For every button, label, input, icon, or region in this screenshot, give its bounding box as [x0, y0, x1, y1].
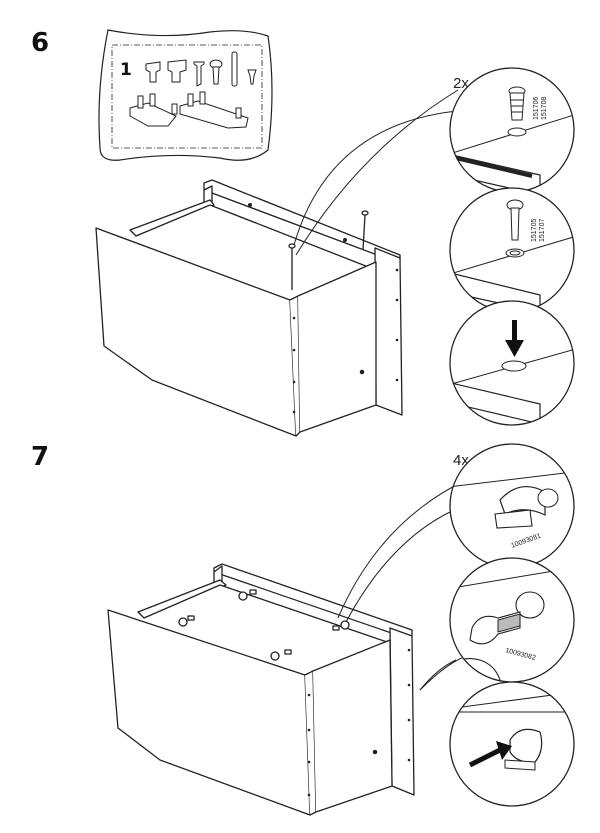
screw-icon	[288, 210, 369, 290]
step-7-number: 7	[31, 442, 50, 472]
step-7-drawer	[107, 563, 415, 816]
arrow-right-icon	[468, 741, 512, 768]
step-6-quantity: 2x	[453, 75, 469, 92]
arrow-down-icon	[505, 320, 524, 357]
part-code-151708: 151708	[541, 97, 548, 120]
detail-insert	[449, 300, 575, 426]
detail-connector-a: 10093081	[449, 443, 575, 569]
hardware-bag-icon: 1	[98, 29, 273, 161]
bag-item-number: 1	[120, 60, 132, 80]
detail-dowel-a: 151706 151708	[449, 67, 575, 193]
cam-lock-icon	[178, 589, 350, 661]
part-code-151706: 151706	[533, 97, 540, 120]
part-code-151705: 151705	[531, 219, 538, 242]
detail-connector-insert	[449, 681, 575, 807]
part-code-151707: 151707	[539, 219, 546, 242]
step-6-number: 6	[31, 28, 50, 58]
step-6-drawer	[95, 179, 403, 437]
